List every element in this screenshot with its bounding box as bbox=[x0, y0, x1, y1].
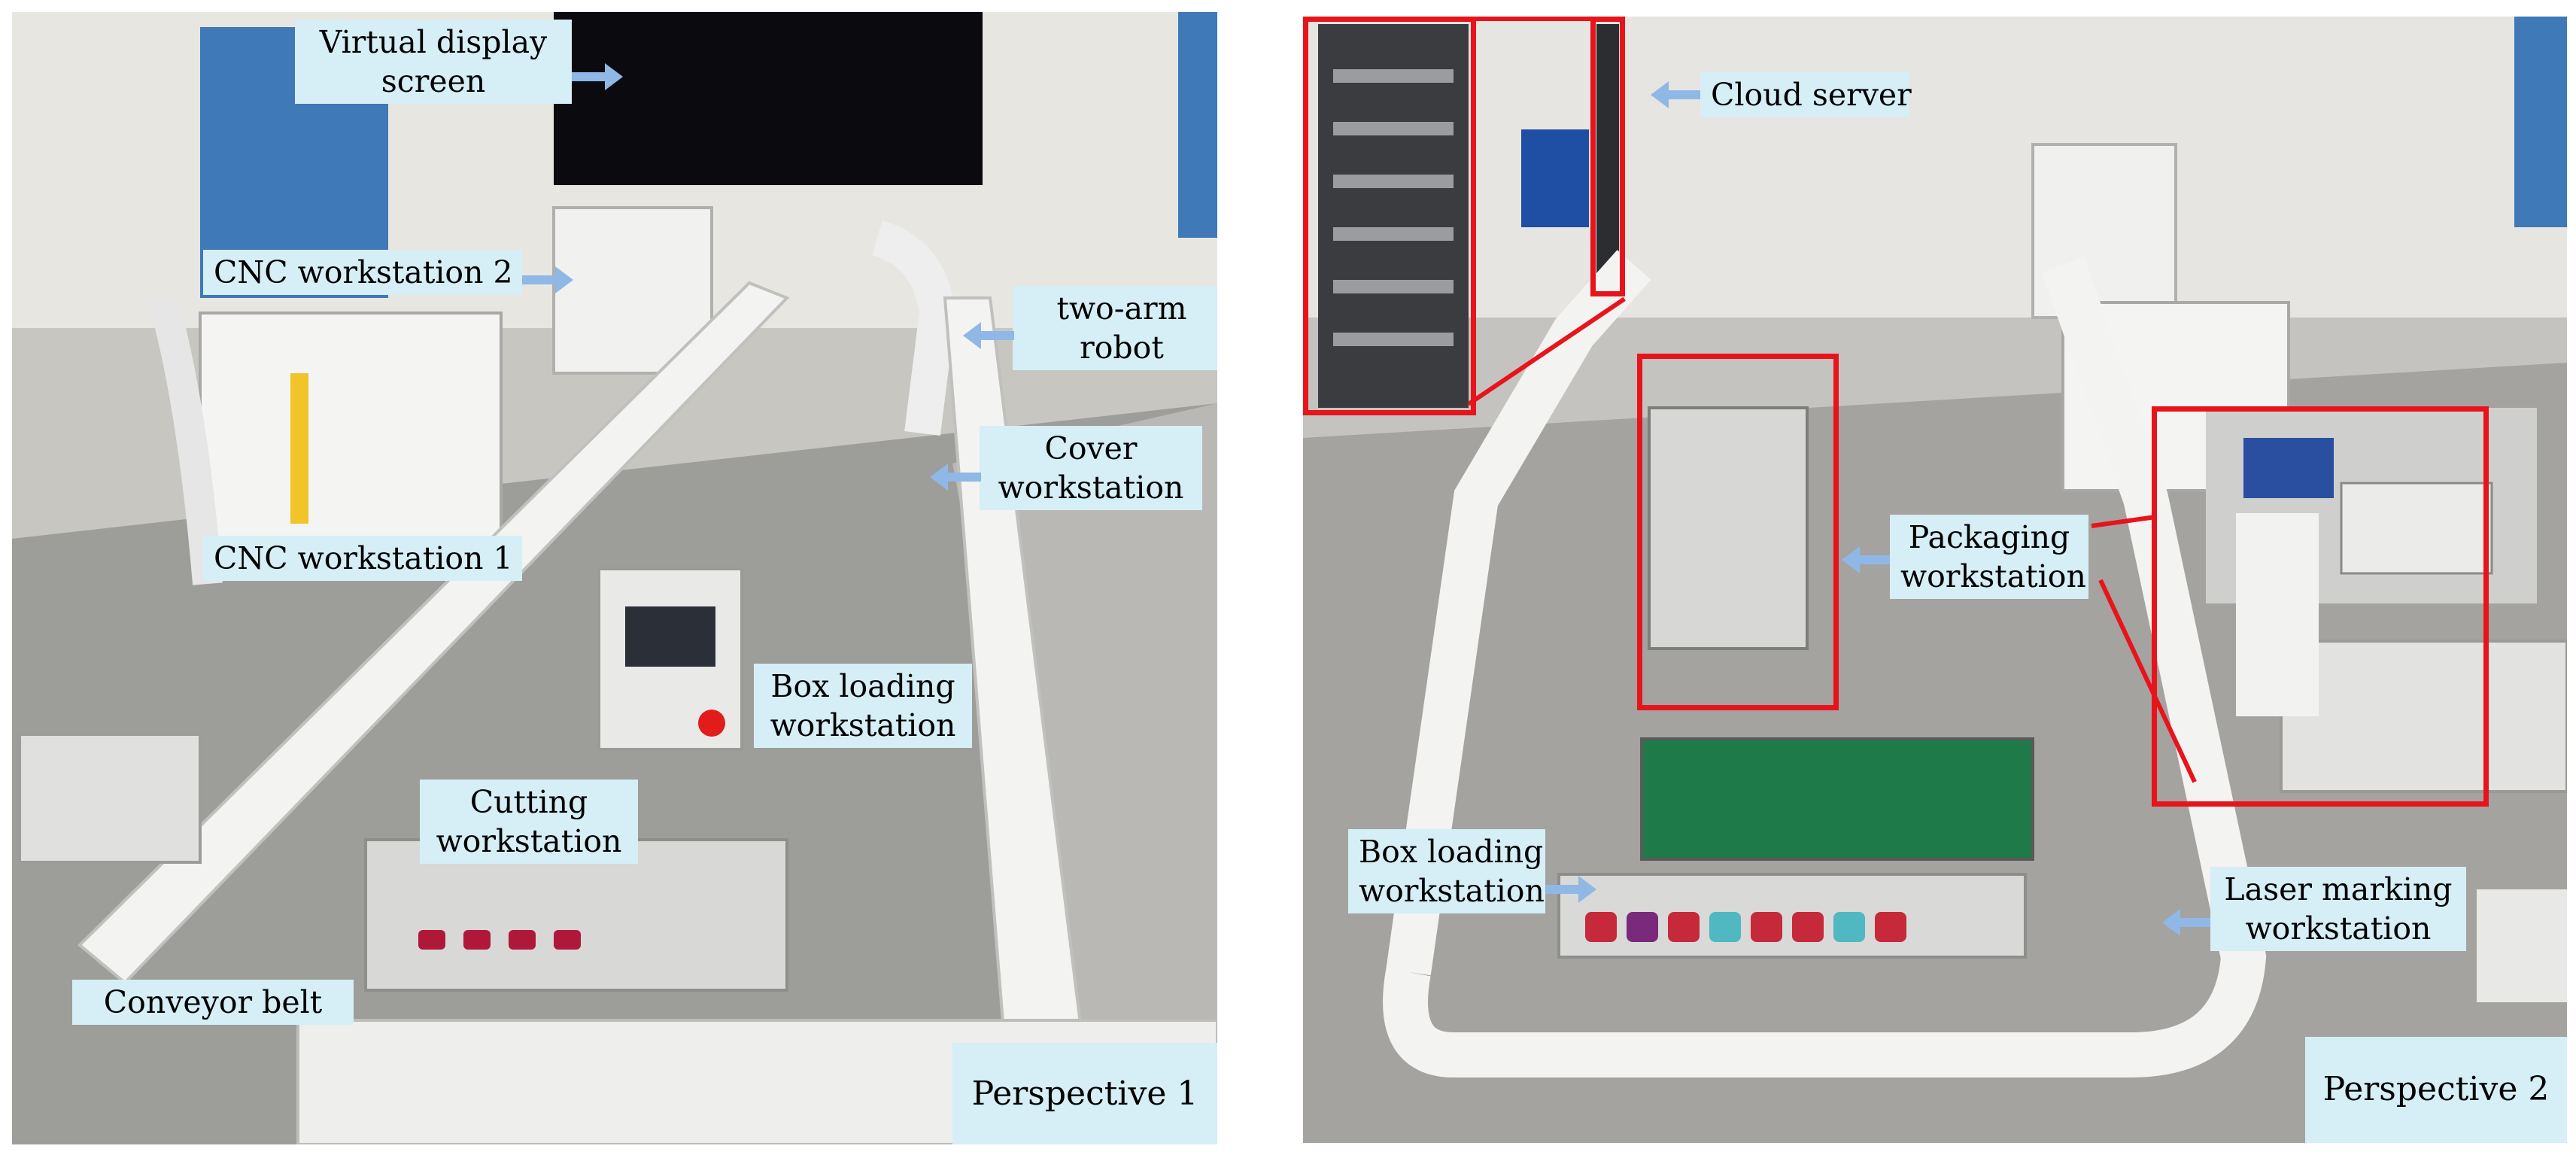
label-box-loading-workstation: Box loading workstation bbox=[1348, 829, 1545, 913]
arrow-right-icon bbox=[1545, 874, 1598, 904]
label-cnc-workstation-1: CNC workstation 1 bbox=[203, 536, 522, 581]
packaging-highlight-box bbox=[1637, 354, 1839, 710]
laser-marking-zoom-box bbox=[2152, 406, 2489, 807]
label-cover-workstation: Cover workstation bbox=[980, 426, 1202, 510]
perspective-1-photo: Virtual display screen CNC workstation 2… bbox=[12, 12, 1217, 1144]
arrow-left-icon bbox=[961, 321, 1014, 351]
label-box-loading-workstation: Box loading workstation bbox=[754, 664, 972, 748]
label-virtual-display: Virtual display screen bbox=[295, 20, 572, 104]
label-cnc-workstation-2: CNC workstation 2 bbox=[203, 250, 522, 295]
caption-perspective-2: Perspective 2 bbox=[2305, 1037, 2567, 1143]
arrow-left-icon bbox=[2161, 907, 2213, 938]
arrow-right-icon bbox=[522, 265, 575, 295]
arrow-left-icon bbox=[1649, 80, 1702, 110]
label-cloud-server: Cloud server bbox=[1700, 72, 1912, 117]
connector-line bbox=[1469, 17, 1592, 21]
perspective-2-photo: Cloud server Packaging workstation Box l… bbox=[1303, 17, 2567, 1143]
arrow-right-icon bbox=[572, 62, 624, 92]
lab-photo-1 bbox=[12, 12, 1217, 1144]
label-laser-marking-workstation: Laser marking workstation bbox=[2210, 867, 2466, 951]
arrow-left-icon bbox=[1840, 545, 1893, 575]
cloud-server-zoom-box bbox=[1303, 17, 1476, 415]
arrow-left-icon bbox=[928, 462, 981, 492]
caption-perspective-1: Perspective 1 bbox=[952, 1043, 1217, 1144]
label-two-arm-robot: two-arm robot bbox=[1013, 286, 1217, 370]
label-cutting-workstation: Cutting workstation bbox=[420, 780, 638, 864]
cloud-server-target-box bbox=[1590, 17, 1625, 296]
label-packaging-workstation: Packaging workstation bbox=[1890, 515, 2088, 599]
label-conveyor-belt: Conveyor belt bbox=[72, 980, 354, 1025]
